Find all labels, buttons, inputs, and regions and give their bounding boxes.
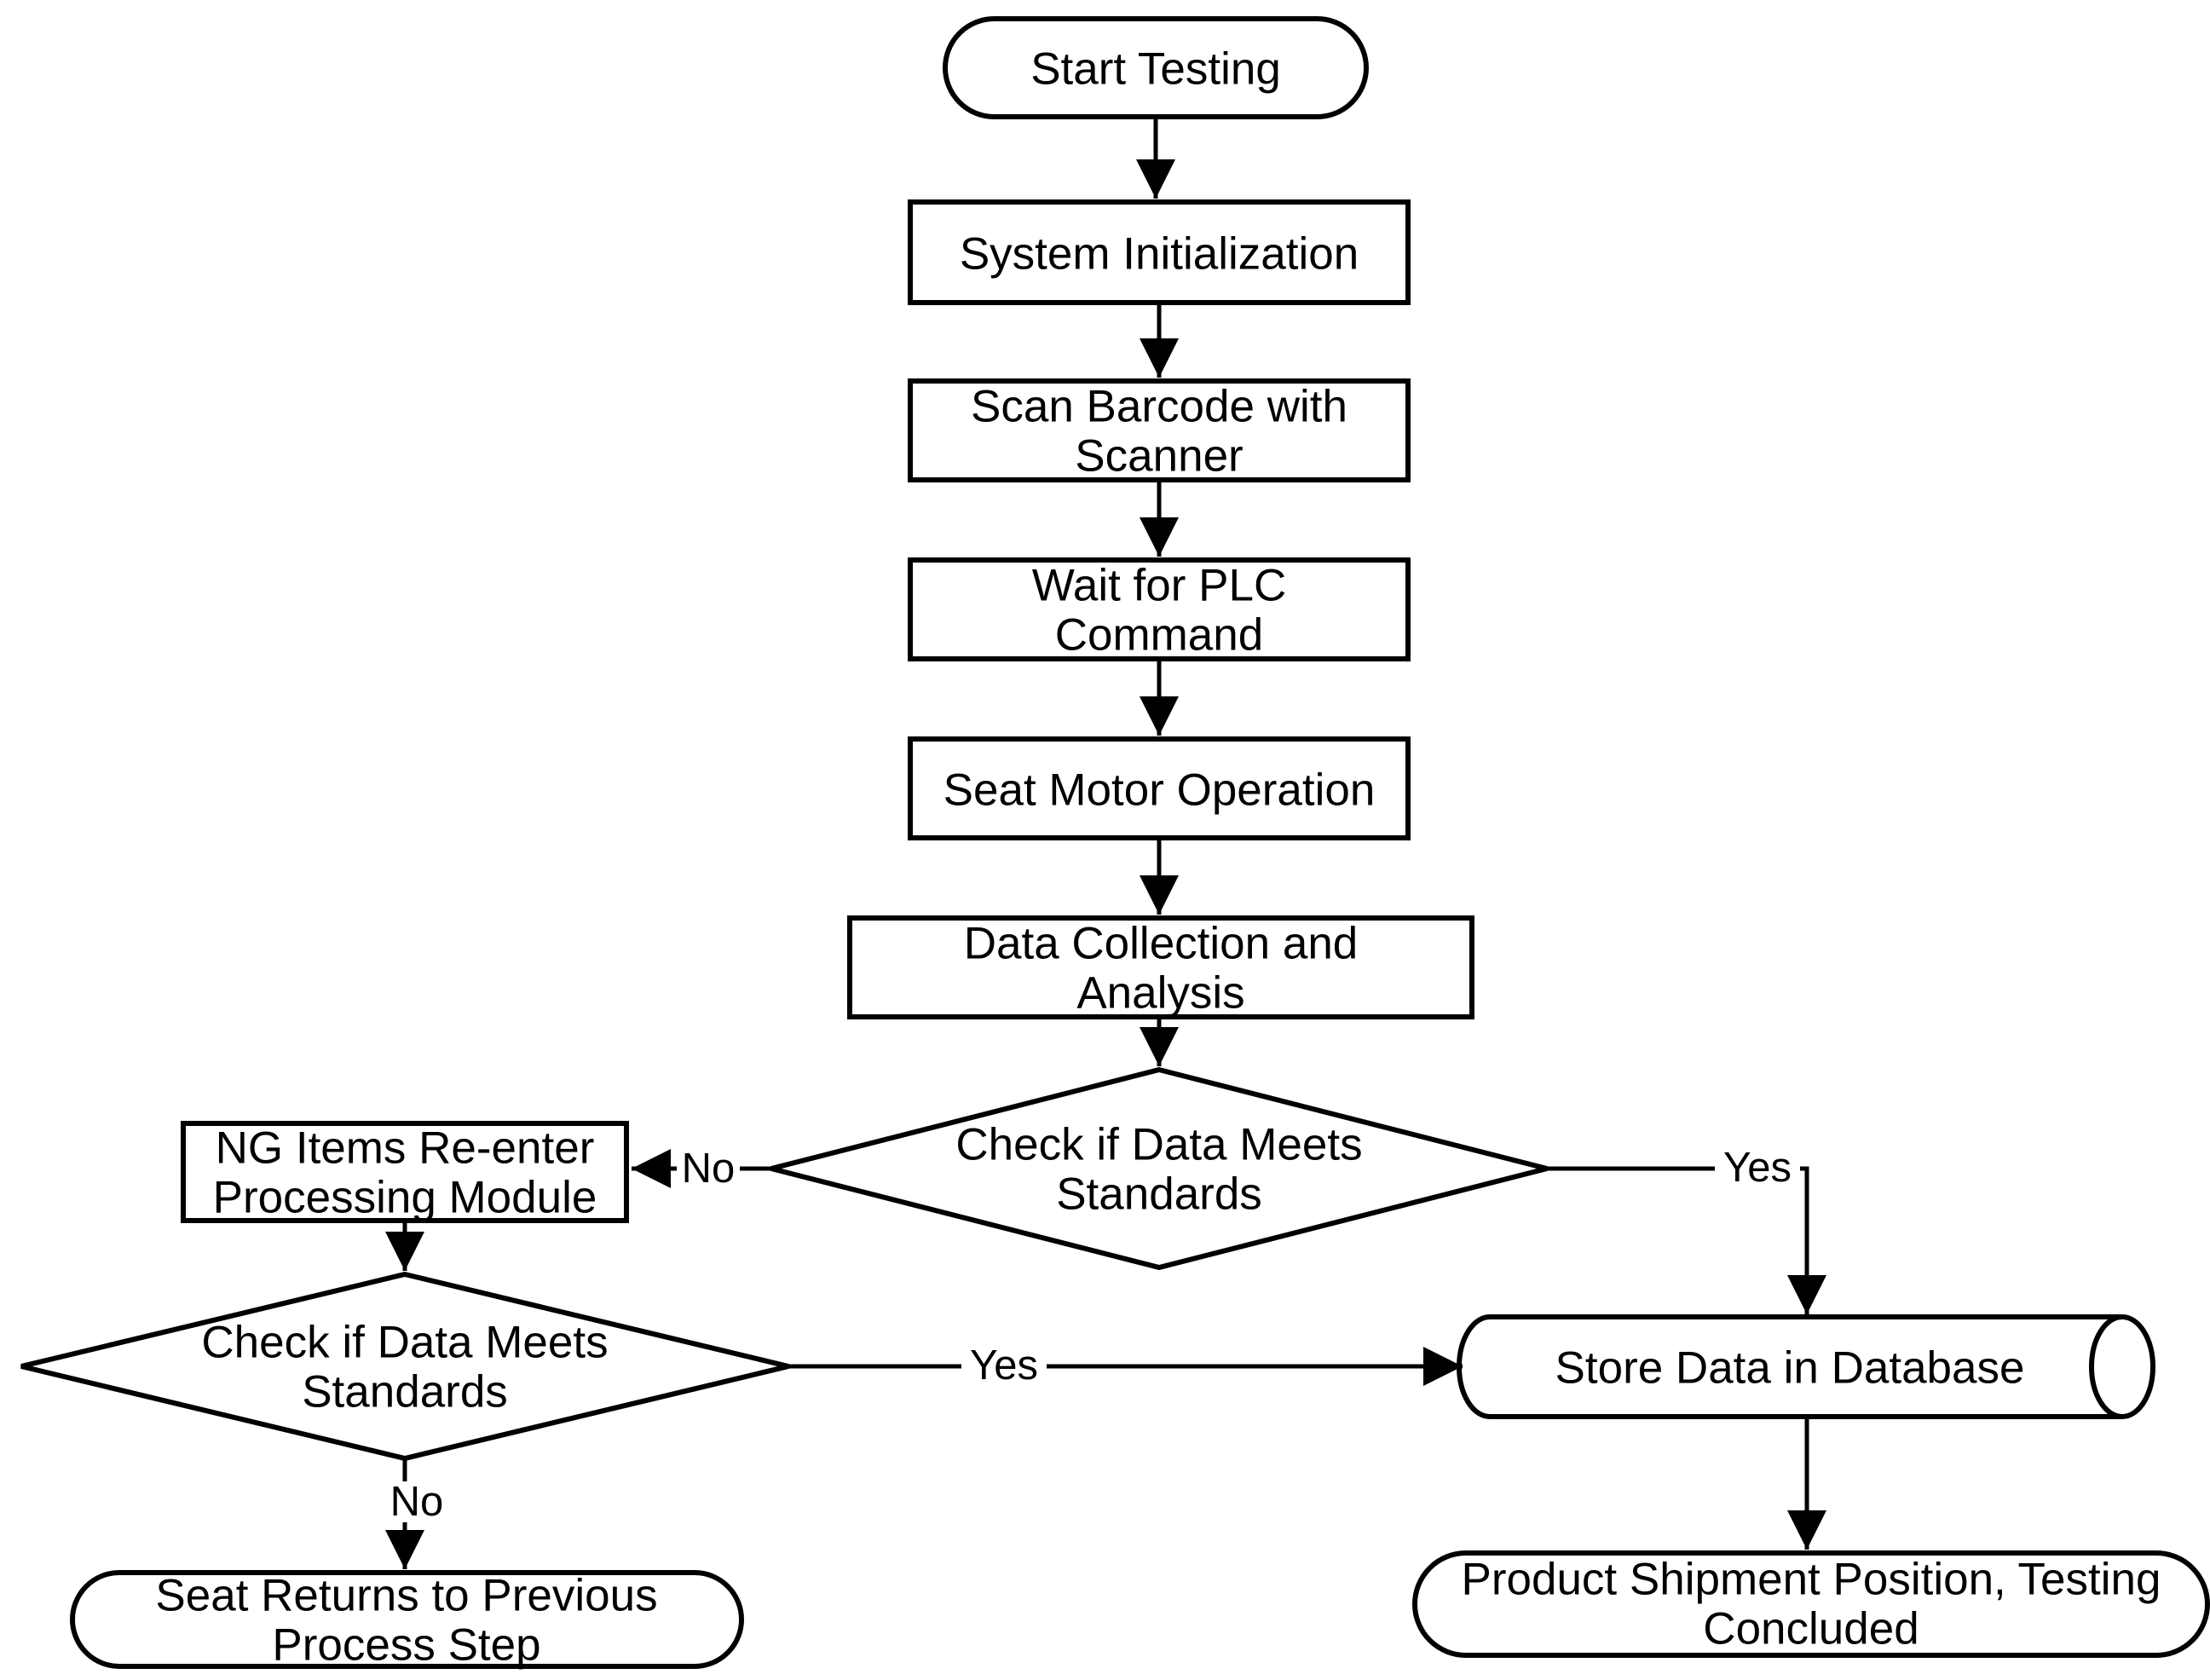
node-ng-reenter: NG Items Re-enter Processing Module — [181, 1121, 629, 1223]
edge-label-bg — [1715, 1147, 1800, 1188]
node-label-line2: Scanner — [1075, 431, 1243, 482]
edge-label-check1-no: No — [677, 1146, 740, 1192]
node-label-line1: NG Items Re-enter — [216, 1123, 595, 1174]
edge-label-text: Yes — [1723, 1145, 1792, 1191]
node-label-line2: Standards — [302, 1367, 508, 1417]
node-label-line2: Analysis — [1076, 968, 1244, 1019]
process-shape — [908, 378, 1411, 482]
edge-label-check2-yes: Yes — [961, 1342, 1047, 1388]
edge-check1-yes-to-database — [1547, 1166, 1826, 1314]
node-label-line1: Check if Data Meets — [955, 1120, 1362, 1170]
node-label-line1: Seat Returns to Previous — [155, 1571, 657, 1621]
decision-diamond-shape — [770, 1066, 1548, 1271]
edge-label-bg — [385, 1481, 448, 1522]
node-label: Seat Motor Operation — [943, 765, 1376, 816]
node-label-line2: Command — [1055, 610, 1263, 661]
node-label-line2: Process Step — [272, 1620, 540, 1671]
database-cylinder-endcap — [2089, 1314, 2123, 1419]
node-seat-returns: Seat Returns to Previous Process Step — [70, 1570, 744, 1671]
edge-label-bg — [677, 1148, 740, 1189]
node-label-line1: Scan Barcode with — [971, 382, 1347, 432]
node-label: Start Testing — [1030, 44, 1281, 95]
node-label-line1: Product Shipment Position, Testing — [1462, 1555, 2161, 1605]
node-wait-for-plc: Wait for PLC Command — [908, 557, 1411, 661]
terminator-shape — [70, 1570, 744, 1669]
edge-label-text: Yes — [970, 1342, 1038, 1388]
node-shipment-concluded: Product Shipment Position, Testing Concl… — [1412, 1550, 2210, 1658]
process-shape — [908, 557, 1411, 661]
edge-label-bg — [961, 1345, 1047, 1386]
node-label: Store Data in Database — [1555, 1343, 2025, 1394]
node-data-collection: Data Collection and Analysis — [847, 915, 1474, 1019]
node-label-line2: Processing Module — [213, 1173, 597, 1223]
process-shape — [908, 199, 1411, 305]
edge-label-text: No — [682, 1146, 736, 1192]
node-start: Start Testing — [943, 16, 1369, 119]
node-label-line1: Data Collection and — [964, 919, 1359, 969]
edge-label-text: No — [390, 1479, 444, 1525]
node-seat-motor: Seat Motor Operation — [908, 736, 1411, 840]
node-label: System Initialization — [960, 229, 1359, 280]
node-system-initialization: System Initialization — [908, 199, 1411, 305]
node-check-standards-2: Check if Data Meets Standards — [20, 1271, 789, 1462]
node-label-line1: Check if Data Meets — [201, 1318, 608, 1368]
node-label-line2: Standards — [1056, 1169, 1262, 1220]
node-check-standards-1: Check if Data Meets Standards — [770, 1066, 1548, 1271]
process-shape — [181, 1121, 629, 1223]
edge-label-check1-yes: Yes — [1715, 1145, 1800, 1191]
node-label-line2: Concluded — [1703, 1604, 1919, 1654]
node-scan-barcode: Scan Barcode with Scanner — [908, 378, 1411, 482]
node-label-line1: Wait for PLC — [1032, 561, 1286, 611]
terminator-shape — [1412, 1550, 2210, 1658]
node-store-database: Store Data in Database — [1457, 1314, 2155, 1419]
edge-label-check2-no: No — [385, 1479, 448, 1525]
